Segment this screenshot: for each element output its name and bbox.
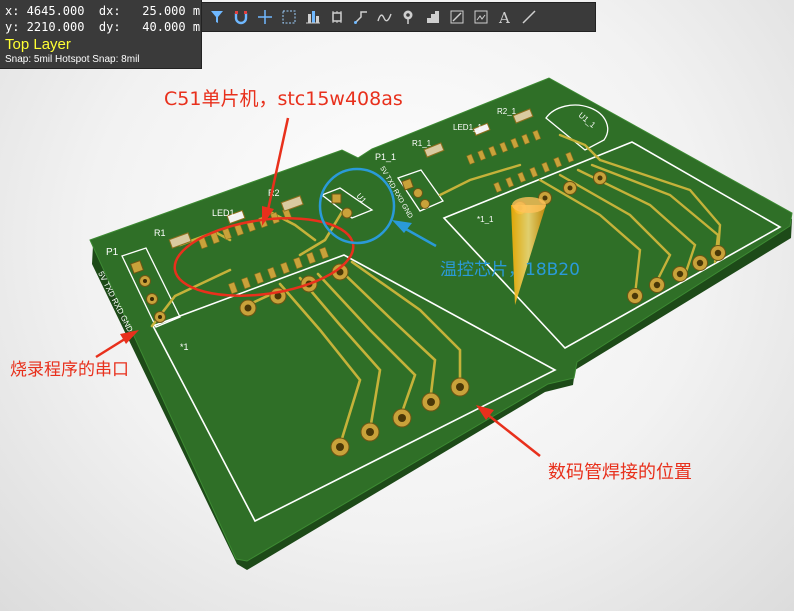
sensor-arrow	[403, 226, 437, 248]
dimension-icon[interactable]	[446, 4, 467, 30]
mcu-arrow	[266, 117, 290, 211]
header-outline-right	[396, 169, 444, 212]
hud-snap-info: Snap: 5mil Hotspot Snap: 8mil	[5, 54, 140, 65]
display-holes-left	[244, 268, 464, 451]
3d-cursor-cone	[511, 205, 546, 305]
silk-ds1-1: *1_1	[477, 215, 494, 224]
hud-y-dy: y: 2210.000 dy: 40.000 mil	[5, 20, 215, 34]
pcb-board[interactable]	[89, 77, 793, 562]
align-icon[interactable]	[302, 4, 323, 30]
header-pads-left[interactable]	[129, 259, 166, 323]
silk-r2: R2	[268, 188, 280, 198]
filter-icon[interactable]	[206, 4, 227, 30]
interactive-routing-icon[interactable]	[230, 4, 251, 30]
display-outline-left	[151, 254, 557, 523]
crosshair-icon[interactable]	[254, 4, 275, 30]
via-icon[interactable]	[398, 4, 419, 30]
display-pads-left[interactable]	[239, 263, 470, 457]
sensor-outline-right	[545, 104, 609, 151]
hud-current-layer: Top Layer	[5, 36, 71, 53]
silk-led1: LED1	[212, 208, 235, 218]
mcu-chip-right[interactable]	[466, 129, 575, 193]
annotation-display: 数码管焊接的位置	[548, 462, 692, 483]
header-outline-left	[121, 247, 181, 328]
header-pads-right[interactable]	[401, 177, 430, 209]
active-bar-toolbar: A	[201, 2, 596, 32]
svg-text:A: A	[498, 9, 510, 25]
text-icon[interactable]: A	[494, 4, 515, 30]
serial-arrow	[95, 335, 129, 359]
sensor-pads-left[interactable]	[331, 193, 353, 219]
hud-x-dx: x: 4645.000 dx: 25.000 mil	[5, 4, 215, 18]
route-icon[interactable]	[350, 4, 371, 30]
display-outline-right	[442, 141, 782, 350]
annotation-sensor: 温控芯片，18B20	[440, 260, 580, 280]
smd-components-left[interactable]	[168, 195, 304, 249]
header-holes-left	[143, 279, 162, 319]
display-arrow	[487, 414, 541, 457]
smd-components-right[interactable]	[423, 108, 534, 158]
silk-led1-1: LED1_1	[453, 123, 482, 132]
line-icon[interactable]	[518, 4, 539, 30]
traces-left	[150, 210, 462, 447]
coordinate-hud: x: 4645.000 dx: 25.000 mil y: 2210.000 d…	[0, 0, 215, 69]
annotation-mcu: C51单片机，stc15w408as	[164, 88, 403, 110]
component-icon[interactable]	[326, 4, 347, 30]
silk-p1: P1	[106, 247, 119, 258]
sensor-outline-left	[320, 187, 374, 219]
silk-ds1: *1	[180, 342, 189, 352]
polygon-pour-icon[interactable]	[422, 4, 443, 30]
silk-r1: R1	[154, 228, 166, 238]
sensor-highlight-circle	[318, 167, 396, 245]
mcu-highlight-ellipse	[173, 217, 355, 297]
differential-pair-icon[interactable]	[374, 4, 395, 30]
silk-r2-1: R2_1	[497, 107, 517, 116]
display-holes-right	[517, 175, 722, 300]
silk-p1-1: P1_1	[375, 152, 396, 162]
image-icon[interactable]	[470, 4, 491, 30]
select-rectangle-icon[interactable]	[278, 4, 299, 30]
annotation-serial: 烧录程序的串口	[10, 360, 129, 380]
silk-r1-1: R1_1	[412, 139, 432, 148]
